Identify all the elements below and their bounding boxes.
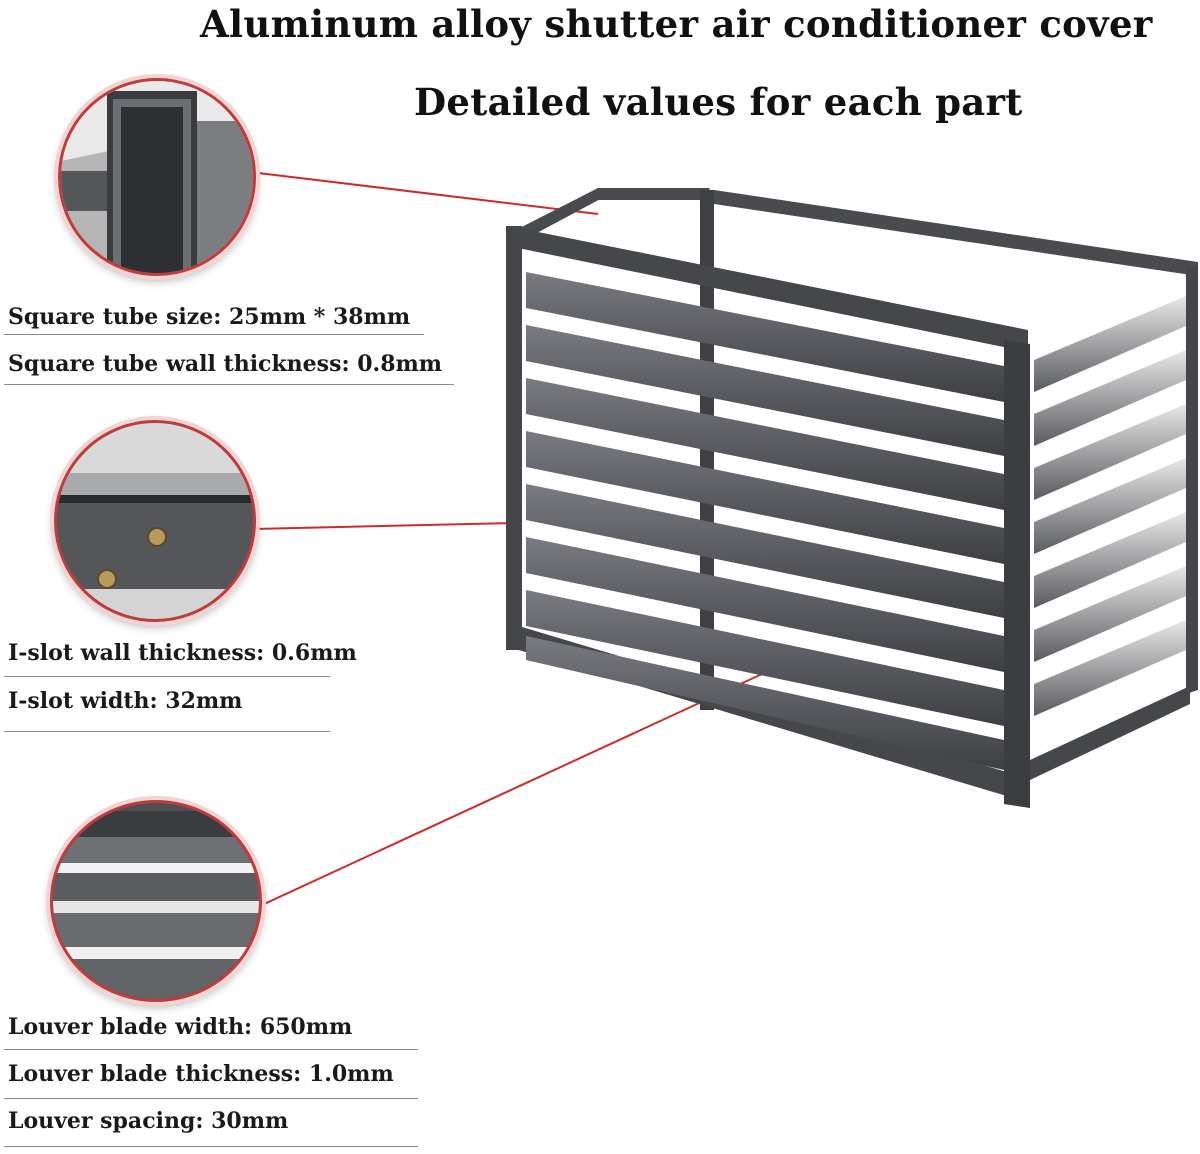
spec-louver-blade-width: Louver blade width: 650mm	[8, 1014, 353, 1040]
square-tube-closeup-icon	[58, 78, 256, 276]
callout-line-louver	[261, 667, 776, 906]
page-title: Aluminum alloy shutter air conditioner c…	[200, 2, 1153, 46]
callout-line-i-slot	[251, 522, 516, 530]
side-louvers	[1034, 296, 1186, 716]
louver-slat	[1034, 512, 1186, 608]
callout-line-square-tube	[249, 171, 599, 215]
page-subtitle: Detailed values for each part	[414, 80, 1023, 124]
louver-slat	[526, 272, 1004, 402]
louver-slat	[526, 537, 1004, 672]
callout-lines	[249, 171, 776, 906]
louver-slat	[526, 325, 1004, 456]
air-conditioner-cover	[506, 188, 1198, 808]
louver-slat	[1034, 620, 1186, 716]
louver-slat	[526, 484, 1004, 618]
louver-slat	[1034, 404, 1186, 500]
louver-slat	[1034, 458, 1186, 554]
spec-square-tube-size: Square tube size: 25mm * 38mm	[8, 304, 411, 330]
front-louvers	[526, 272, 1004, 770]
louver-slat	[1034, 296, 1186, 392]
louver-slat	[526, 431, 1004, 564]
louver-slat	[1034, 566, 1186, 662]
louver-slat	[1034, 350, 1186, 446]
spec-square-tube-wall-thickness: Square tube wall thickness: 0.8mm	[8, 351, 443, 377]
divider	[4, 1049, 418, 1050]
spec-louver-spacing: Louver spacing: 30mm	[8, 1108, 289, 1134]
divider	[4, 731, 330, 732]
divider	[4, 676, 330, 677]
divider	[4, 1146, 418, 1147]
louver-slat	[526, 590, 1004, 726]
spec-i-slot-width: I-slot width: 32mm	[8, 688, 243, 714]
louver-closeup-icon	[50, 800, 262, 1002]
louver-slat	[526, 636, 1004, 770]
spec-i-slot-wall-thickness: I-slot wall thickness: 0.6mm	[8, 640, 357, 666]
i-slot-closeup-icon	[54, 420, 256, 622]
divider	[4, 1098, 418, 1099]
louver-slat	[526, 378, 1004, 510]
spec-louver-blade-thickness: Louver blade thickness: 1.0mm	[8, 1061, 394, 1087]
divider	[4, 334, 424, 335]
divider	[4, 384, 454, 385]
